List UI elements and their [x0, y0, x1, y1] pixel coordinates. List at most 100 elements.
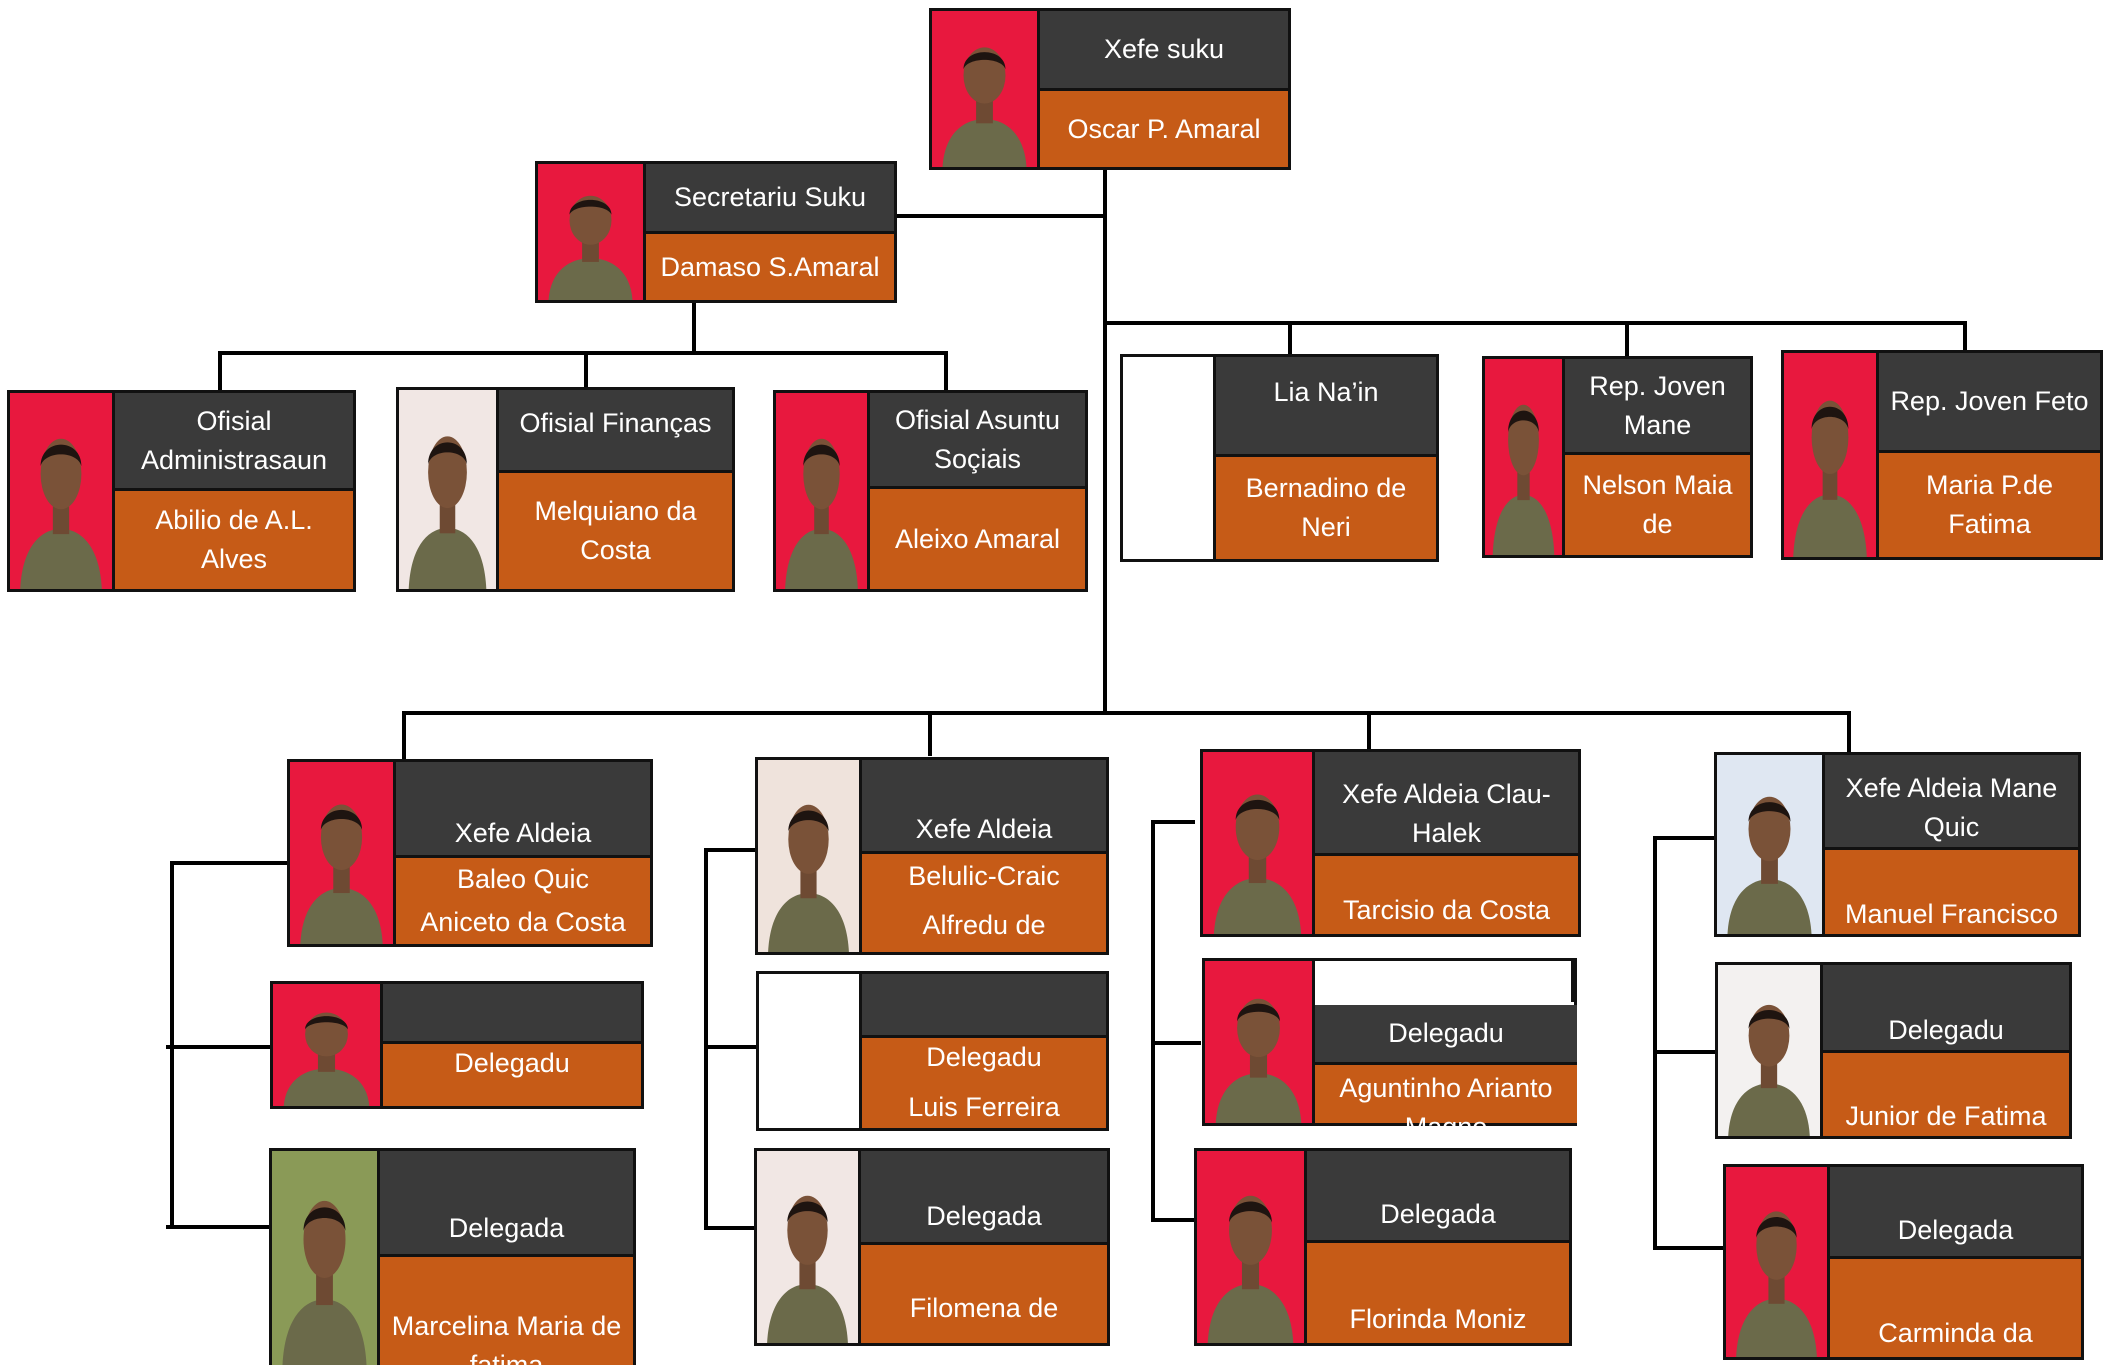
officer-role: Ofisial Finanças: [499, 390, 732, 473]
aldeia-head-card: Xefe Aldeia Clau-Halek Tarcisio da Costa: [1200, 749, 1581, 937]
delegado-card: Delegadu Junior de Fatima: [1715, 962, 2072, 1139]
delegado-title-empty: [383, 984, 641, 1044]
portrait-silhouette: [768, 804, 849, 952]
council-card: Lia Na’in Bernadino de Neri: [1120, 354, 1439, 562]
person-photo-icon: [1718, 965, 1823, 1136]
officer-card: Ofisial Finanças Melquiano da Costa: [396, 387, 735, 592]
council-role: Rep. Joven Mane: [1565, 359, 1750, 455]
council-role: Lia Na’in: [1216, 357, 1436, 457]
person-photo-icon: [399, 390, 499, 589]
aldeia-head-name: Tarcisio da Costa: [1315, 856, 1578, 934]
officer-name: Abilio de A.L. Alves: [115, 491, 353, 589]
portrait-silhouette: [1207, 1195, 1294, 1343]
delegada-name: Florinda Moniz: [1307, 1243, 1569, 1343]
delegado-role: Delegadu: [1315, 1005, 1577, 1065]
portrait-silhouette: [1727, 796, 1812, 934]
officer-card: Ofisial Asuntu Soçiais Aleixo Amaral: [773, 390, 1088, 592]
empty-photo-slot: [1123, 357, 1216, 559]
portrait-silhouette: [283, 1012, 370, 1106]
officer-card: Ofisial Administrasaun Abilio de A.L. Al…: [7, 390, 356, 592]
person-photo-icon: [538, 164, 646, 300]
aldeia-head-role: Xefe Aldeia Mane Quic: [1825, 755, 2078, 850]
delegado-card: Delegadu Aguntinho Arianto Magno: [1202, 958, 1577, 1142]
delegado-name: Luis Ferreira Vicente: [862, 1082, 1106, 1161]
person-photo-icon: [10, 393, 115, 589]
officer-role: Ofisial Administrasaun: [115, 393, 353, 491]
person-photo-icon: [1784, 353, 1879, 557]
council-name: Maria P.de Fatima: [1879, 453, 2100, 557]
person-photo-icon: [1485, 359, 1565, 555]
delegada-name: Carminda da: [1830, 1259, 2081, 1357]
person-photo-icon: [758, 760, 862, 952]
portrait-silhouette: [1215, 998, 1302, 1123]
delegado-name: Aguntinho Arianto Magno: [1315, 1065, 1577, 1142]
council-role: Rep. Joven Feto: [1879, 353, 2100, 453]
chief-name: Oscar P. Amaral: [1040, 91, 1288, 167]
portrait-silhouette: [408, 436, 487, 589]
secretary-role: Secretariu Suku: [646, 164, 894, 234]
aldeia-head-role: Xefe Aldeia: [396, 762, 650, 858]
portrait-silhouette: [1728, 1004, 1810, 1136]
secretary-name: Damaso S.Amaral: [646, 234, 894, 300]
council-card: Rep. Joven Feto Maria P.de Fatima: [1781, 350, 2103, 560]
portrait-silhouette: [785, 438, 858, 589]
person-photo-icon: [1717, 755, 1825, 934]
portrait-silhouette: [1736, 1211, 1817, 1357]
aldeia-name: Baleo Quic: [396, 858, 650, 900]
aldeia-head-card: Xefe Aldeia Mane Quic Manuel Francisco: [1714, 752, 2081, 937]
portrait-silhouette: [20, 438, 102, 589]
council-card: Rep. Joven Mane Nelson Maia de: [1482, 356, 1753, 558]
person-photo-icon: [757, 1151, 861, 1343]
delegada-card: Delegada Marcelina Maria de fatima: [269, 1148, 636, 1365]
portrait-silhouette: [767, 1195, 848, 1343]
officer-name: Aleixo Amaral: [870, 489, 1085, 589]
chief-card: Xefe suku Oscar P. Amaral: [929, 8, 1291, 170]
delegado-name: Junior de Fatima: [1823, 1053, 2069, 1136]
delegada-card: Delegada Florinda Moniz: [1194, 1148, 1572, 1346]
chief-role: Xefe suku: [1040, 11, 1288, 91]
council-name: Nelson Maia de: [1565, 455, 1750, 555]
officer-name: Melquiano da Costa: [499, 473, 732, 589]
portrait-silhouette: [1213, 794, 1302, 934]
secretary-card: Secretariu Suku Damaso S.Amaral: [535, 161, 897, 303]
portrait-silhouette: [282, 1200, 367, 1365]
delegada-card: Delegada Filomena de: [754, 1148, 1110, 1346]
person-photo-icon: [776, 393, 870, 589]
person-photo-icon: [272, 1151, 380, 1365]
person-photo-icon: [1203, 752, 1315, 934]
portrait-silhouette: [1492, 404, 1555, 555]
delegado-top-empty: [1312, 958, 1574, 1002]
aldeia-head-role: Xefe Aldeia Clau-Halek: [1315, 752, 1578, 856]
person-photo-icon: [932, 11, 1040, 167]
portrait-silhouette: [1793, 400, 1867, 557]
delegada-card: Delegada Carminda da: [1723, 1164, 2084, 1360]
portrait-silhouette: [942, 47, 1027, 167]
aldeia-head-card: Xefe Aldeia Baleo Quic Aniceto da Costa: [287, 759, 653, 947]
delegado-role: Delegadu: [1823, 965, 2069, 1053]
delegada-name: Marcelina Maria de fatima: [380, 1257, 633, 1365]
aldeia-head-role: Xefe Aldeia: [862, 760, 1106, 854]
delegada-role: Delegada: [1307, 1151, 1569, 1243]
delegada-name: Filomena de: [861, 1245, 1107, 1343]
delegada-role: Delegada: [861, 1151, 1107, 1245]
delegado-title-empty: [862, 974, 1106, 1038]
aldeia-head-name: Alfredu de: [862, 898, 1106, 952]
aldeia-head-name: Manuel Francisco: [1825, 850, 2078, 934]
aldeia-name: Belulic-Craic: [862, 854, 1106, 898]
council-name: Bernadino de Neri: [1216, 457, 1436, 559]
empty-photo-slot: [759, 974, 862, 1128]
person-photo-icon: [1205, 961, 1315, 1123]
person-photo-icon: [273, 984, 383, 1106]
delegado-role: Delegadu: [383, 1044, 641, 1106]
person-photo-icon: [1726, 1167, 1830, 1357]
portrait-silhouette: [548, 195, 633, 300]
delegada-role: Delegada: [380, 1151, 633, 1257]
delegado-card: Delegadu Luis Ferreira Vicente: [756, 971, 1109, 1161]
person-photo-icon: [290, 762, 396, 944]
delegado-card: Delegadu: [270, 981, 644, 1109]
aldeia-head-name: Aniceto da Costa: [396, 900, 650, 944]
aldeia-head-card: Xefe Aldeia Belulic-Craic Alfredu de: [755, 757, 1109, 955]
delegada-role: Delegada: [1830, 1167, 2081, 1259]
portrait-silhouette: [300, 804, 383, 944]
officer-role: Ofisial Asuntu Soçiais: [870, 393, 1085, 489]
